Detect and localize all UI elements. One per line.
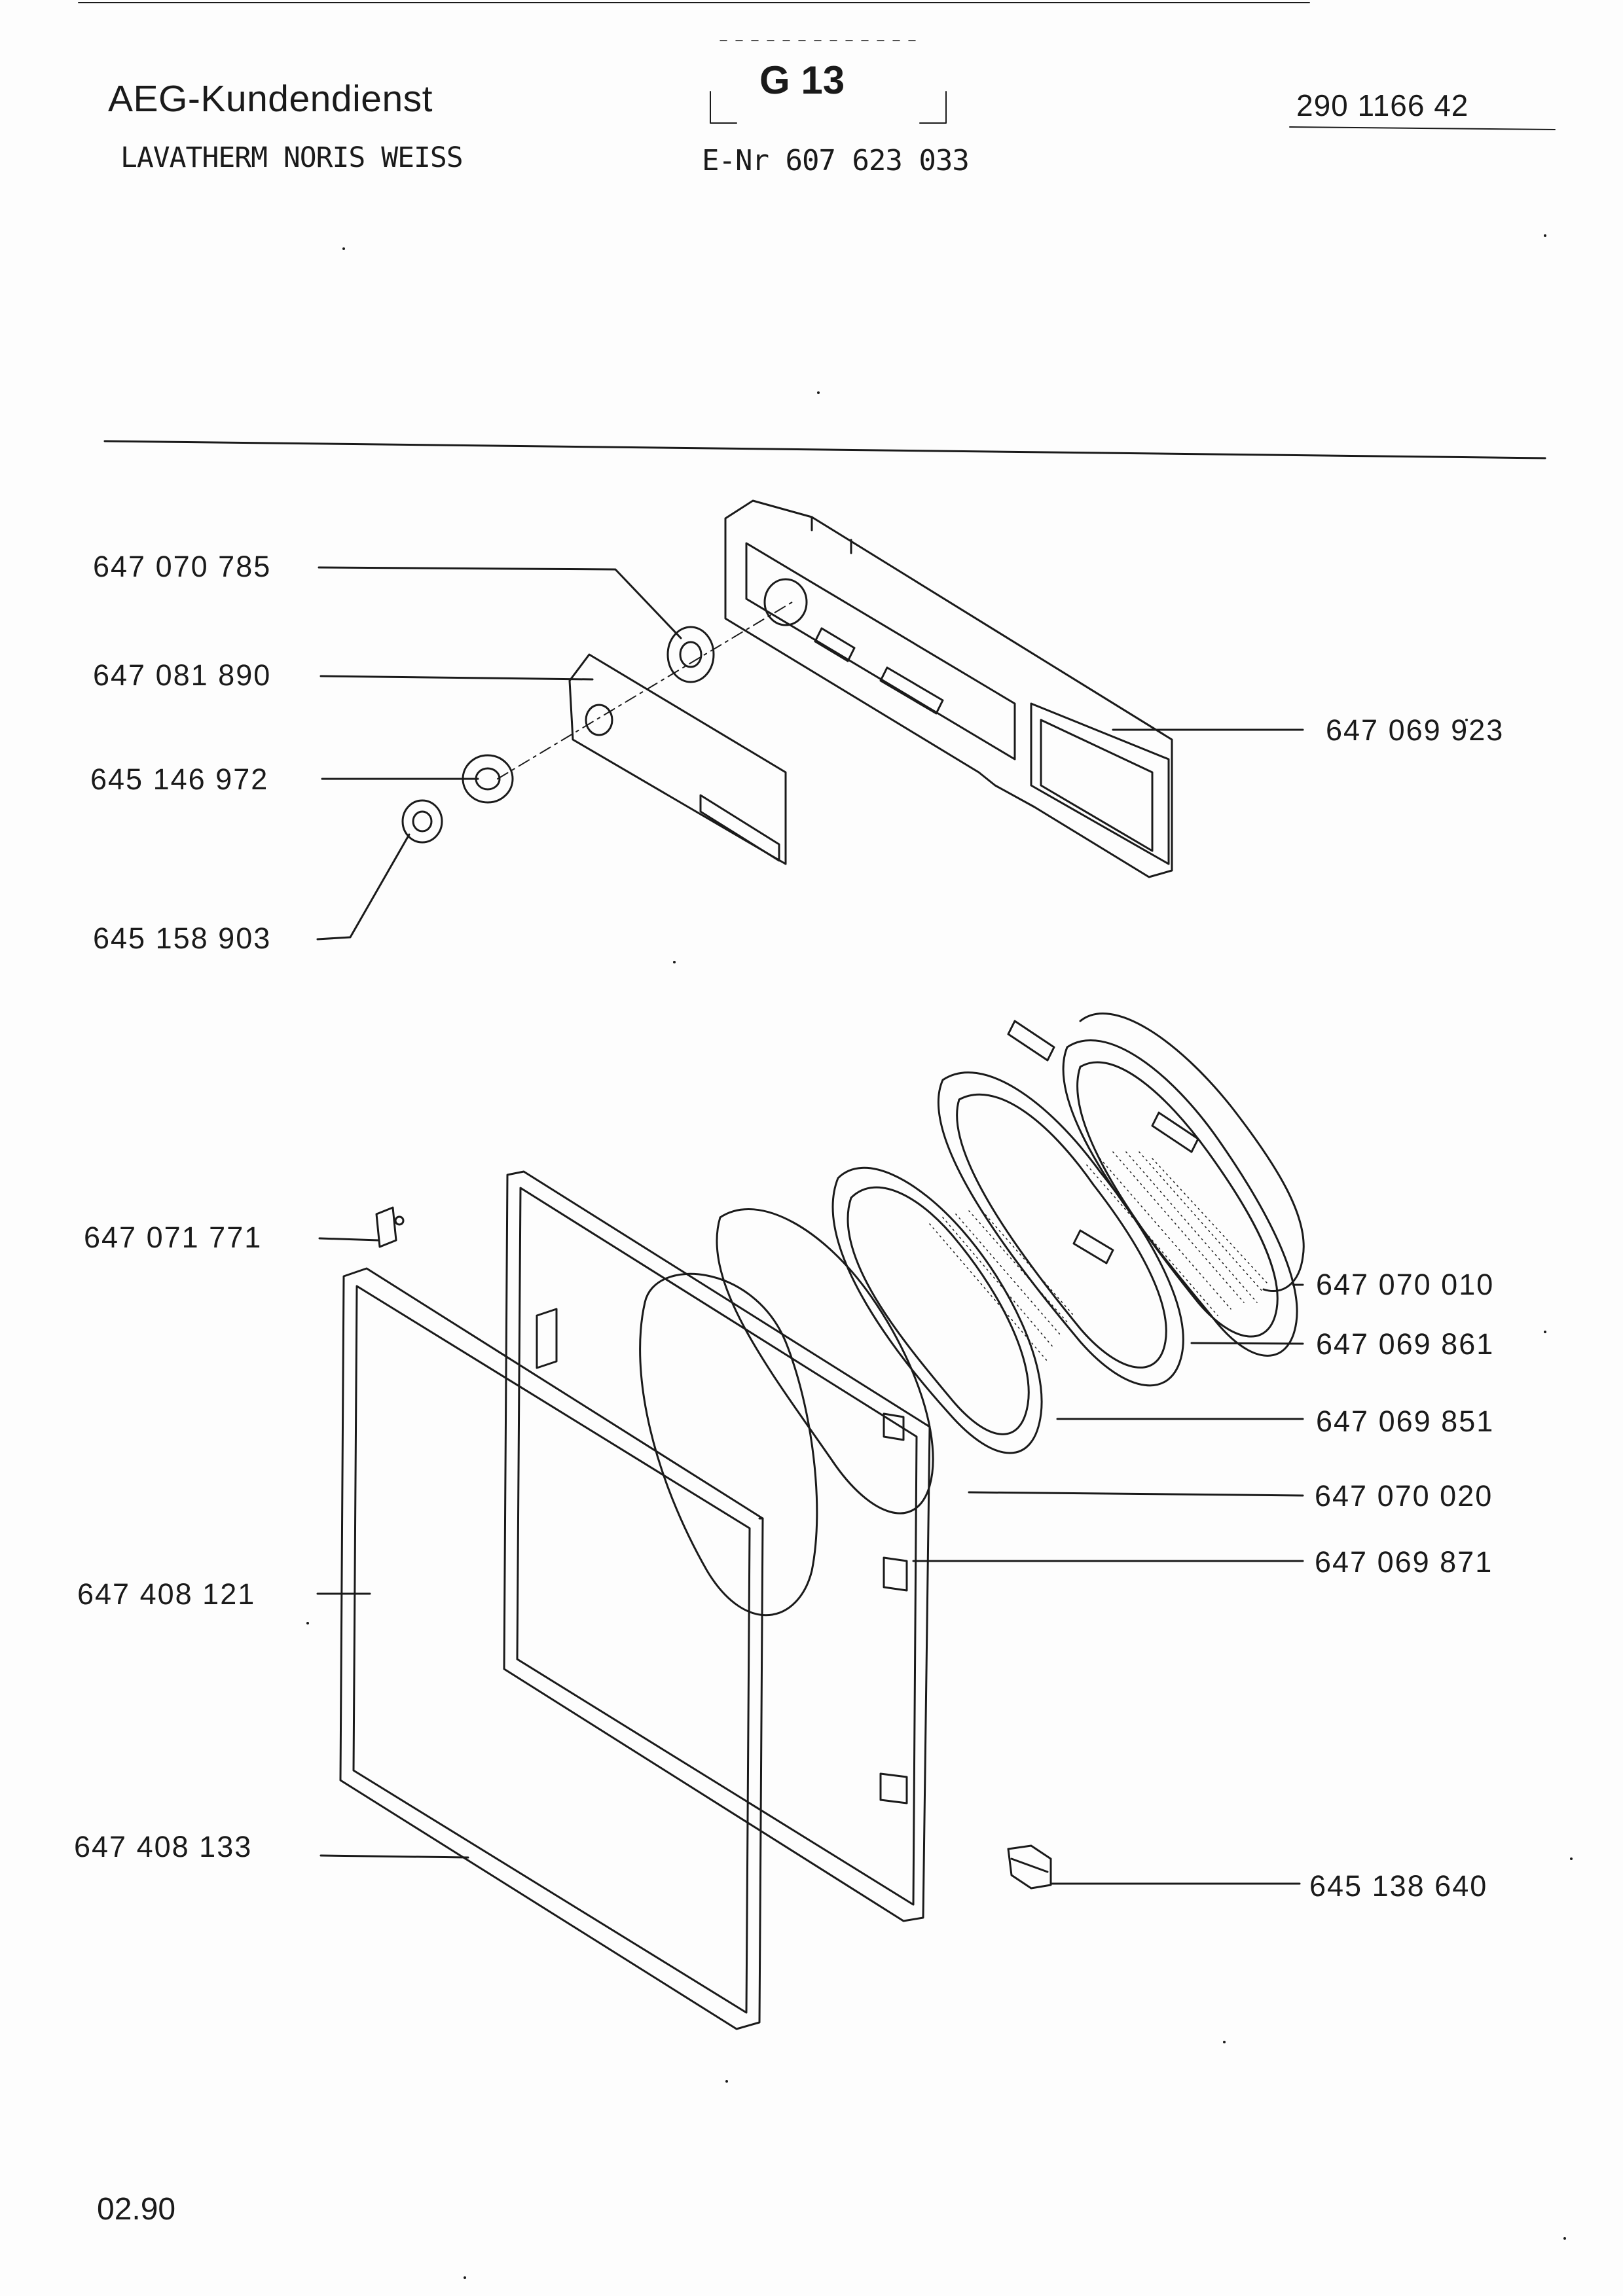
part-label: 647 070 020 (1315, 1479, 1493, 1513)
door-inner-frame (503, 1170, 931, 1922)
leader-lines (316, 566, 1304, 1885)
part-label: 647 069 923 (1326, 713, 1504, 747)
control-fascia-plate (568, 653, 787, 865)
door-hinge-clip (375, 1206, 405, 1248)
part-label: 647 069 861 (1316, 1327, 1495, 1361)
part-label: 647 069 871 (1315, 1545, 1493, 1579)
part-label: 647 070 010 (1316, 1268, 1495, 1301)
e-nr-number: E-Nr 607 623 033 (702, 144, 970, 177)
mesh-pattern (929, 1151, 1267, 1362)
door-outer-panel (339, 1267, 764, 2030)
document-number: 290 1166 42 (1296, 88, 1469, 122)
revision-date: 02.90 (97, 2192, 176, 2227)
brand-title: AEG-Kundendienst (108, 78, 433, 120)
part-label: 647 071 771 (84, 1221, 263, 1254)
scan-specks (306, 234, 1573, 2279)
part-label: 647 081 890 (93, 658, 272, 692)
model-name: LAVATHERM NORIS WEISS (120, 141, 464, 174)
sheet-code: G 13 (759, 58, 845, 102)
control-panel-housing (724, 499, 1173, 878)
part-label: 647 070 785 (93, 550, 272, 583)
part-label: 645 138 640 (1309, 1869, 1488, 1903)
part-label: 647 069 851 (1316, 1405, 1495, 1438)
door-catch (1007, 1844, 1052, 1890)
part-label: 647 408 133 (74, 1830, 253, 1863)
door-glass-rings (716, 1013, 1305, 1515)
knob-parts (401, 626, 715, 844)
part-label: 647 408 121 (77, 1577, 256, 1611)
part-label: 645 146 972 (90, 762, 269, 796)
part-label: 645 158 903 (93, 922, 272, 955)
